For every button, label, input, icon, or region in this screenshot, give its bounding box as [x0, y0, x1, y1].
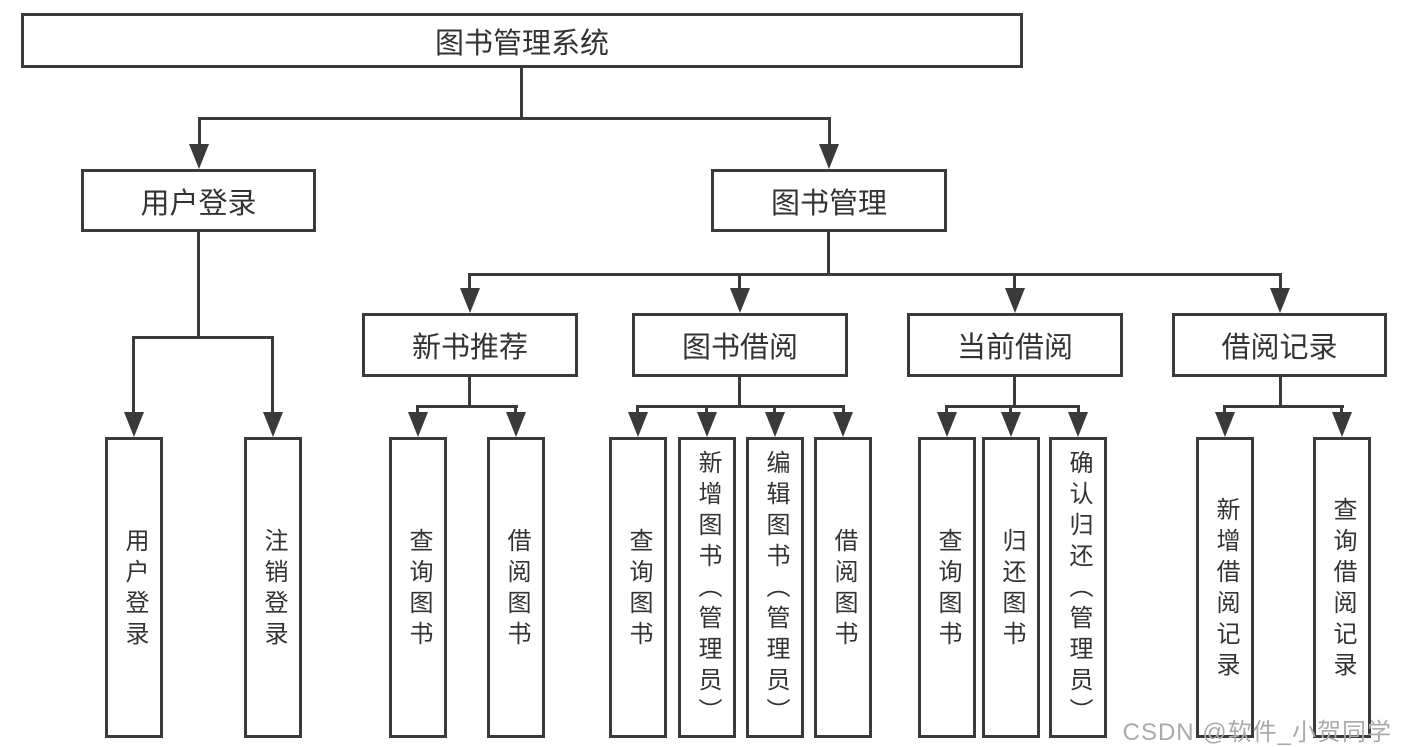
node-label: 注销登录	[260, 527, 287, 652]
node-book-management: 图书管理	[711, 169, 947, 232]
node-borrow-records: 借阅记录	[1172, 313, 1387, 377]
connector	[514, 405, 517, 417]
connector	[198, 117, 201, 149]
arrow-down-icon	[819, 144, 839, 169]
node-label: 当前借阅	[956, 332, 1073, 364]
arrow-down-icon	[408, 412, 428, 437]
node-label: 借阅图书	[503, 527, 530, 652]
arrow-down-icon	[1005, 288, 1025, 313]
leaf-logout: 注销登录	[244, 437, 302, 738]
connector	[828, 117, 831, 149]
node-label: 图书管理系统	[434, 27, 609, 60]
node-label: 查询图书	[405, 527, 432, 652]
leaf-borrow-book: 借阅图书	[814, 437, 872, 738]
arrow-down-icon	[1270, 288, 1290, 313]
arrow-down-icon	[765, 412, 785, 437]
connector	[416, 405, 419, 417]
connector	[520, 66, 523, 120]
connector	[705, 405, 708, 417]
node-label: 查询图书	[934, 527, 961, 652]
leaf-borrow-book-recommend: 借阅图书	[487, 437, 545, 738]
connector	[198, 117, 831, 120]
leaf-edit-book-admin: 编辑图书（管理员）	[746, 437, 804, 738]
connector	[132, 336, 135, 416]
connector	[271, 336, 274, 416]
leaf-user-login: 用户登录	[105, 437, 163, 738]
connector	[1279, 273, 1282, 293]
node-book-borrow: 图书借阅	[632, 313, 848, 377]
leaf-confirm-return-admin: 确认归还（管理员）	[1049, 437, 1107, 738]
arrow-down-icon	[263, 412, 283, 437]
arrow-down-icon	[697, 412, 717, 437]
leaf-query-borrow-record: 查询借阅记录	[1313, 437, 1371, 738]
connector	[738, 273, 741, 293]
node-label: 编辑图书（管理员）	[762, 450, 789, 729]
leaf-add-book-admin: 新增图书（管理员）	[678, 437, 736, 738]
connector	[1279, 377, 1282, 408]
connector	[1223, 405, 1344, 408]
leaf-query-book-borrow: 查询图书	[609, 437, 667, 738]
arrow-down-icon	[189, 144, 209, 169]
node-label: 新书推荐	[411, 332, 528, 364]
arrow-down-icon	[1332, 412, 1352, 437]
node-label: 借阅记录	[1221, 332, 1338, 364]
arrow-down-icon	[124, 412, 144, 437]
node-label: 新增借阅记录	[1212, 496, 1239, 683]
node-label: 查询图书	[625, 527, 652, 652]
arrow-down-icon	[730, 288, 750, 313]
connector	[197, 232, 200, 339]
connector	[1013, 377, 1016, 408]
connector	[468, 377, 471, 408]
node-label: 归还图书	[998, 527, 1025, 652]
leaf-add-borrow-record: 新增借阅记录	[1196, 437, 1254, 738]
node-label: 图书管理	[770, 187, 887, 220]
node-user-login: 用户登录	[81, 169, 316, 232]
arrow-down-icon	[1001, 412, 1021, 437]
node-new-book-recommend: 新书推荐	[362, 313, 578, 377]
arrow-down-icon	[506, 412, 526, 437]
node-label: 借阅图书	[830, 527, 857, 652]
connector	[636, 405, 845, 408]
arrow-down-icon	[460, 288, 480, 313]
connector	[1223, 405, 1226, 417]
csdn-watermark: CSDN @软件_小贺同学	[1122, 719, 1392, 746]
node-label: 查询借阅记录	[1329, 496, 1356, 683]
connector	[1340, 405, 1343, 417]
leaf-return-book: 归还图书	[982, 437, 1040, 738]
connector	[132, 336, 274, 339]
node-label: 用户登录	[140, 187, 257, 220]
connector	[468, 273, 471, 293]
connector	[636, 405, 639, 417]
node-label: 用户登录	[121, 527, 148, 652]
node-label: 确认归还（管理员）	[1065, 450, 1092, 729]
connector	[1077, 405, 1080, 417]
leaf-query-book-current: 查询图书	[918, 437, 976, 738]
connector	[945, 405, 948, 417]
node-label: 图书借阅	[681, 332, 798, 364]
leaf-query-book-recommend: 查询图书	[389, 437, 447, 738]
node-label: 新增图书（管理员）	[694, 450, 721, 729]
connector	[945, 405, 1080, 408]
node-root: 图书管理系统	[21, 13, 1023, 68]
arrow-down-icon	[628, 412, 648, 437]
arrow-down-icon	[1068, 412, 1088, 437]
connector	[1013, 273, 1016, 293]
connector	[416, 405, 518, 408]
connector	[773, 405, 776, 417]
arrow-down-icon	[1215, 412, 1235, 437]
connector	[842, 405, 845, 417]
connector	[738, 377, 741, 408]
arrow-down-icon	[937, 412, 957, 437]
connector	[1009, 405, 1012, 417]
connector	[468, 273, 1282, 276]
node-current-borrow: 当前借阅	[907, 313, 1123, 377]
arrow-down-icon	[833, 412, 853, 437]
connector	[827, 232, 830, 276]
